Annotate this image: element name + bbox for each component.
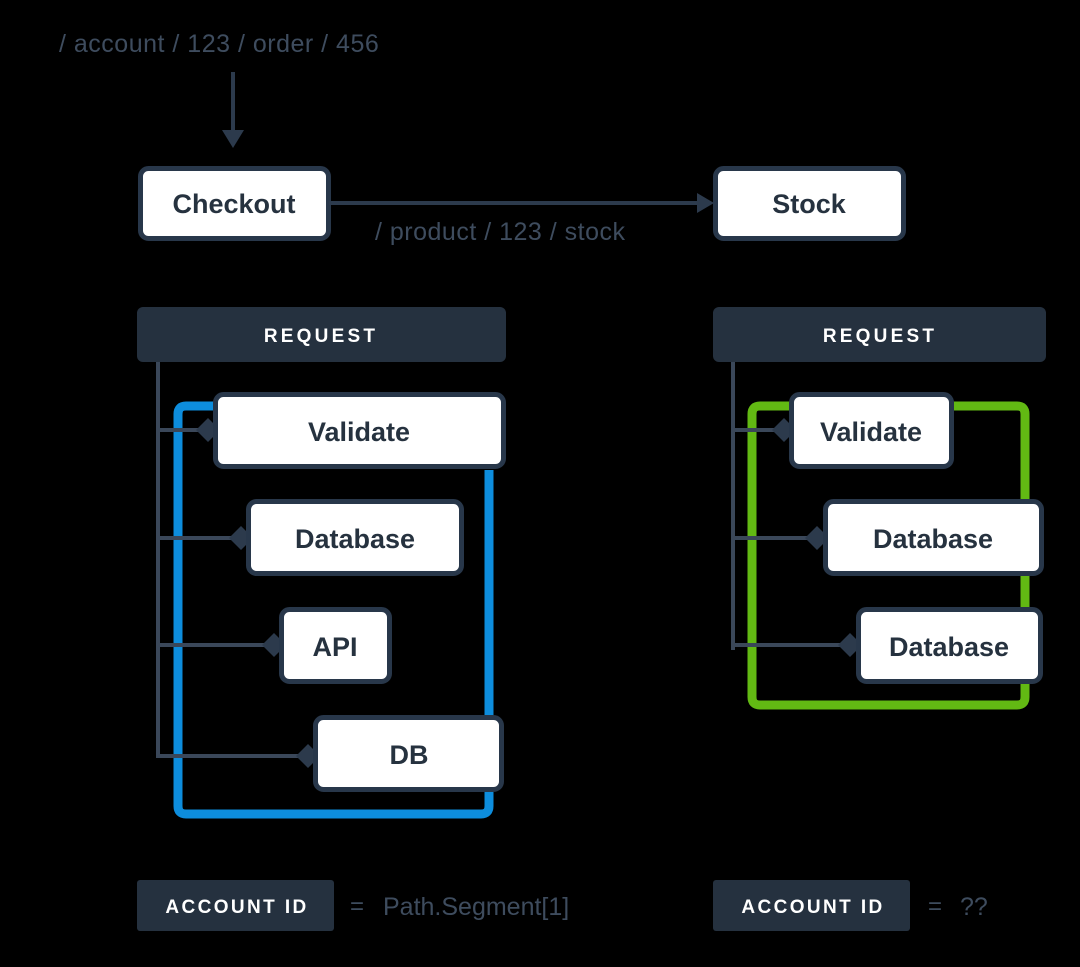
left-step-api-label: API <box>312 632 357 662</box>
right-highlight-path <box>747 401 1030 710</box>
panel-left: REQUEST Validate Database <box>137 307 506 819</box>
incoming-request-path-label: / account / 123 / order / 456 <box>59 30 379 58</box>
footer-right: ACCOUNT ID = ?? <box>713 880 988 931</box>
incoming-request-arrow <box>222 72 244 148</box>
right-account-id-badge[interactable] <box>713 880 910 931</box>
panel-right: REQUEST Validate Database Database <box>713 307 1046 710</box>
left-account-id-badge[interactable] <box>137 880 334 931</box>
left-account-id-badge-label: ACCOUNT ID <box>165 897 308 918</box>
left-step-api[interactable]: API <box>279 607 392 684</box>
right-step-database-2[interactable]: Database <box>856 607 1043 684</box>
left-step-db-label: DB <box>390 740 429 770</box>
node-stock[interactable]: Stock <box>713 166 906 241</box>
left-account-id-value: Path.Segment[1] <box>383 893 569 921</box>
edge-label-product-stock: / product / 123 / stock <box>375 218 626 246</box>
left-highlight-path <box>173 401 494 819</box>
right-step-database-1-label: Database <box>873 524 993 554</box>
panel-right-header: REQUEST <box>713 307 1046 362</box>
right-account-id-value: ?? <box>960 893 988 921</box>
panel-right-header-label: REQUEST <box>823 326 937 347</box>
left-step-validate[interactable]: Validate <box>213 392 506 469</box>
left-step-db[interactable]: DB <box>313 715 504 792</box>
node-stock-label: Stock <box>772 189 847 219</box>
panel-left-header-label: REQUEST <box>264 326 378 347</box>
node-checkout-label: Checkout <box>172 189 295 219</box>
left-step-database[interactable]: Database <box>246 499 464 576</box>
left-step-database-label: Database <box>295 524 415 554</box>
right-account-id-badge-label: ACCOUNT ID <box>741 897 884 918</box>
footer-left: ACCOUNT ID = Path.Segment[1] <box>137 880 569 931</box>
left-step-validate-label: Validate <box>308 417 410 447</box>
node-checkout[interactable]: Checkout <box>138 166 331 241</box>
panel-left-header: REQUEST <box>137 307 506 362</box>
left-equals-sign: = <box>350 893 364 920</box>
right-step-database-2-label: Database <box>889 632 1009 662</box>
right-step-database-1[interactable]: Database <box>823 499 1044 576</box>
right-step-validate[interactable]: Validate <box>789 392 954 469</box>
right-equals-sign: = <box>928 893 942 920</box>
right-step-validate-label: Validate <box>820 417 922 447</box>
edge-checkout-to-stock <box>329 193 714 213</box>
